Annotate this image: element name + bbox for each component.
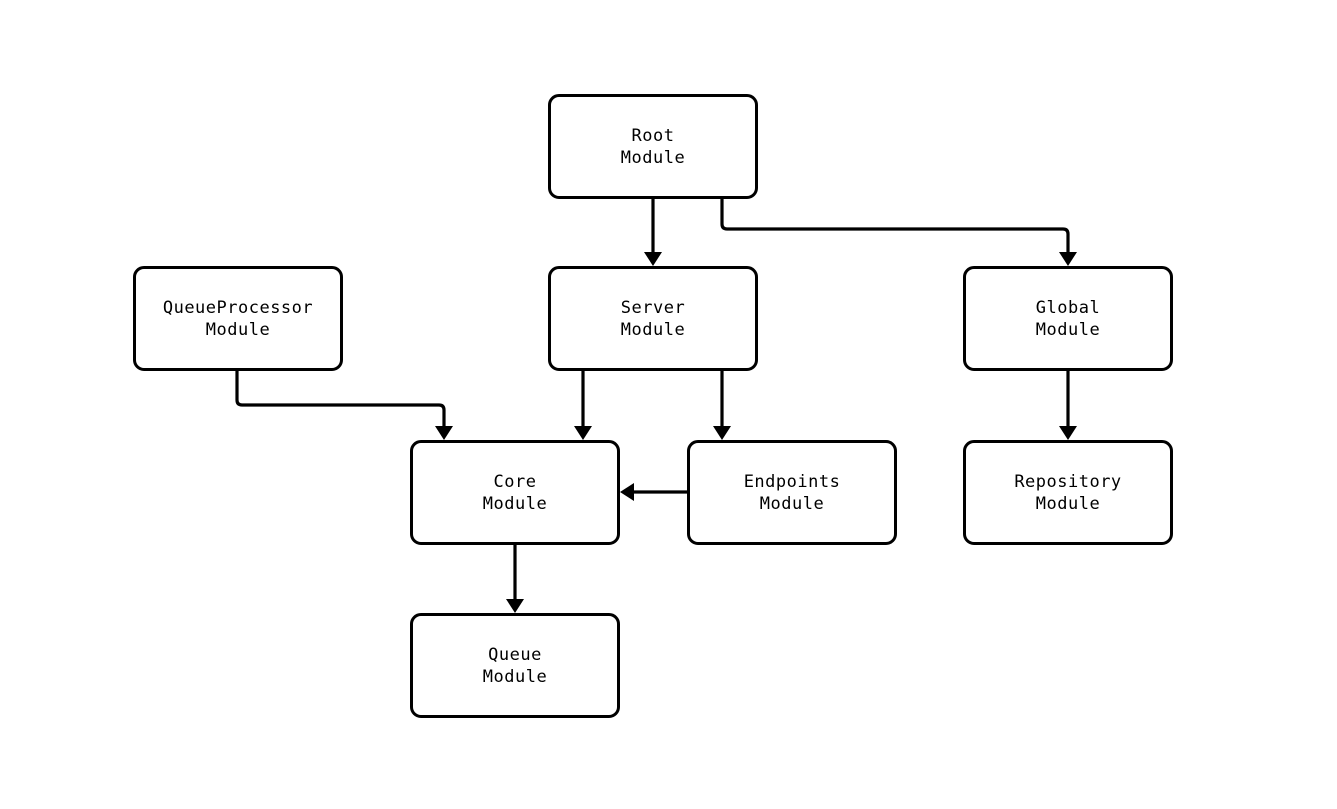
node-global-module-line2: Module: [1035, 319, 1101, 340]
edge-server-core: [574, 371, 592, 440]
node-core-module-line1: Core: [493, 471, 537, 492]
node-queueprocessor-module-line1: QueueProcessor: [162, 297, 314, 318]
node-endpoints-module-line2: Module: [759, 493, 825, 514]
node-repository-module[interactable]: Repository Module: [963, 440, 1173, 545]
node-core-module[interactable]: Core Module: [410, 440, 620, 545]
node-global-module[interactable]: Global Module: [963, 266, 1173, 371]
node-root-module-line2: Module: [620, 147, 686, 168]
node-queue-module[interactable]: Queue Module: [410, 613, 620, 718]
node-repository-module-line1: Repository: [1014, 471, 1122, 492]
node-server-module-line2: Module: [620, 319, 686, 340]
edge-endpoints-core: [620, 483, 687, 501]
edge-queueprocessor-core: [235, 371, 453, 440]
node-server-module-line1: Server: [620, 297, 686, 318]
edge-root-server: [644, 199, 662, 266]
node-endpoints-module[interactable]: Endpoints Module: [687, 440, 897, 545]
node-endpoints-module-line1: Endpoints: [743, 471, 841, 492]
node-global-module-line1: Global: [1035, 297, 1101, 318]
node-queue-module-line2: Module: [482, 666, 548, 687]
node-queueprocessor-module[interactable]: QueueProcessor Module: [133, 266, 343, 371]
edge-core-queue: [506, 545, 524, 613]
node-core-module-line2: Module: [482, 493, 548, 514]
node-root-module[interactable]: Root Module: [548, 94, 758, 199]
node-server-module[interactable]: Server Module: [548, 266, 758, 371]
edge-root-global: [720, 199, 1077, 266]
node-queueprocessor-module-line2: Module: [205, 319, 271, 340]
edge-server-endpoints: [713, 371, 731, 440]
edge-global-repository: [1059, 371, 1077, 440]
node-root-module-line1: Root: [631, 125, 675, 146]
node-queue-module-line1: Queue: [488, 644, 542, 665]
node-repository-module-line2: Module: [1035, 493, 1101, 514]
